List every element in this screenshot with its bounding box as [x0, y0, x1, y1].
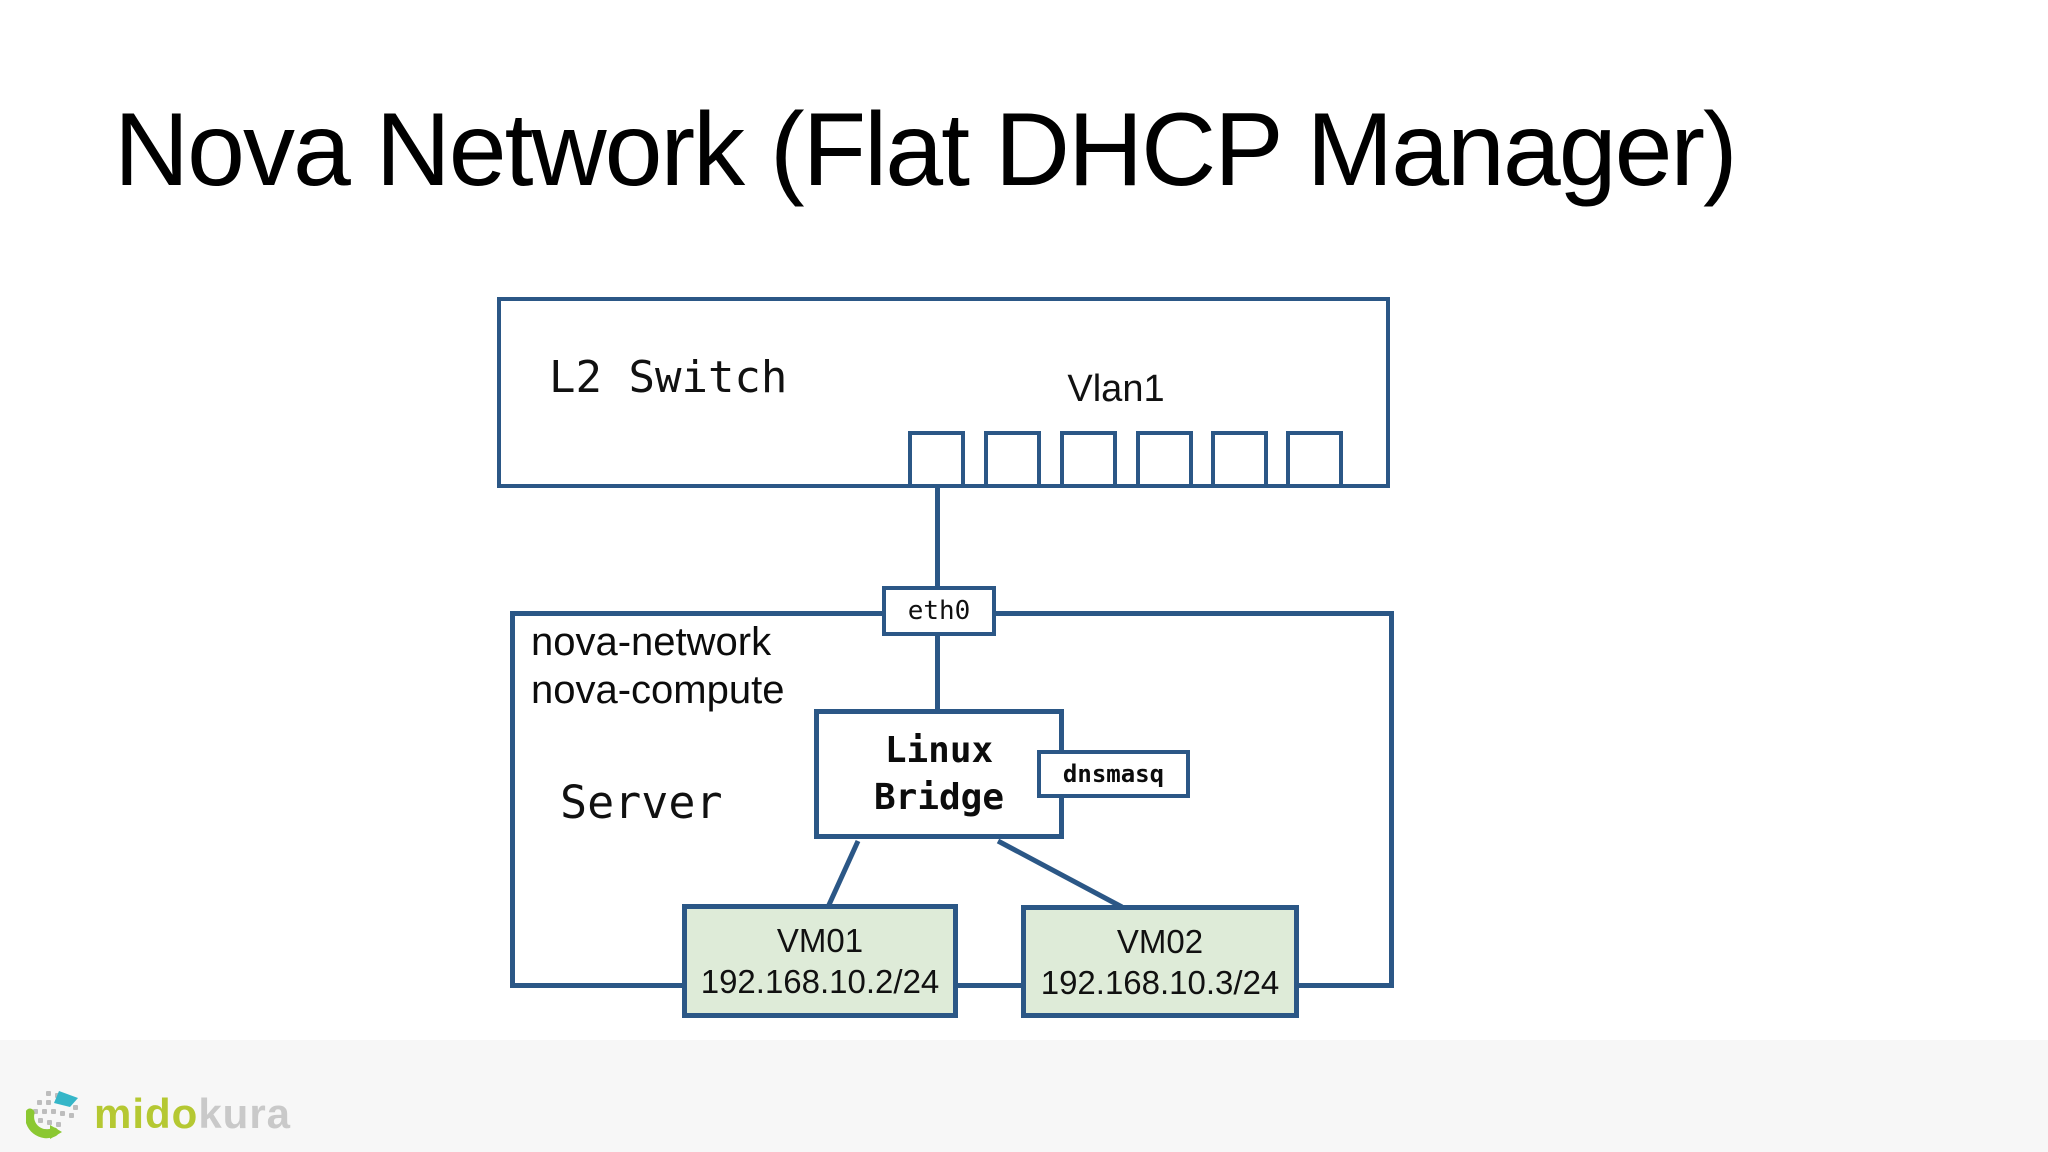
switch-port — [1286, 431, 1343, 488]
switch-port — [1060, 431, 1117, 488]
server-services: nova-network nova-compute — [531, 618, 784, 714]
vlan-label: Vlan1 — [1067, 368, 1165, 410]
vm-name: VM01 — [776, 922, 864, 959]
eth0-label: eth0 — [907, 596, 971, 626]
bottom-band — [0, 1040, 2048, 1152]
server-label: Server — [560, 776, 723, 829]
vm-ip: 192.168.10.3/24 — [1040, 963, 1280, 1001]
l2-switch-label: L2 Switch — [549, 352, 788, 403]
eth0-to-bridge-line — [935, 634, 940, 712]
switch-port — [908, 431, 965, 488]
vm01-box: VM01 192.168.10.2/24 — [682, 904, 958, 1018]
vm02-box: VM02 192.168.10.3/24 — [1021, 905, 1299, 1018]
service-nova-network: nova-network — [531, 620, 772, 664]
dnsmasq-box: dnsmasq — [1037, 750, 1190, 798]
slide-title: Nova Network (Flat DHCP Manager) — [114, 92, 1738, 208]
switch-port — [1211, 431, 1268, 488]
service-nova-compute: nova-compute — [531, 668, 785, 712]
logo-text-kura: kura — [198, 1090, 292, 1137]
eth0-box: eth0 — [882, 586, 996, 636]
dnsmasq-label: dnsmasq — [1062, 760, 1165, 788]
switch-to-eth0-line — [935, 486, 940, 588]
midokura-logo: midokura — [26, 1086, 326, 1142]
bridge-label-line1: Linux — [884, 730, 994, 771]
linux-bridge-box: Linux Bridge — [814, 709, 1064, 839]
bridge-label-line2: Bridge — [873, 777, 1005, 818]
logo-text-mido: mido — [94, 1090, 199, 1137]
vm-ip: 192.168.10.2/24 — [700, 963, 940, 1000]
midokura-wordmark: midokura — [94, 1089, 291, 1139]
switch-port — [984, 431, 1041, 488]
switch-port — [1136, 431, 1193, 488]
vm-name: VM02 — [1116, 922, 1204, 960]
midokura-logo-icon — [26, 1091, 78, 1139]
